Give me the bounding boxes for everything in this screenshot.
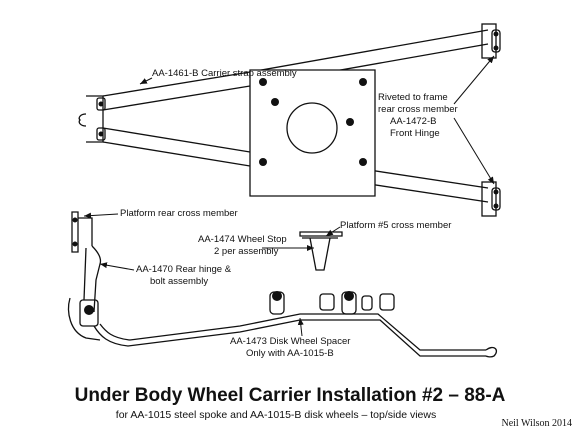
carrier-side-view (67, 211, 498, 358)
author-credit: Neil Wilson 2014 (501, 418, 572, 429)
label-wheel-stop-2: 2 per assembly (214, 246, 279, 257)
front-hinge-top (481, 23, 497, 59)
center-plate (249, 69, 376, 197)
label-wheel-stop-1: AA-1474 Wheel Stop (198, 234, 287, 245)
label-strap: AA-1461-B Carrier strap assembly (152, 68, 297, 79)
label-riveted-1: Riveted to frame (378, 92, 448, 103)
page-title: Under Body Wheel Carrier Installation #2… (75, 385, 506, 406)
label-platform5: Platform #5 cross member (340, 220, 451, 231)
label-spacer-1: AA-1473 Disk Wheel Spacer (230, 336, 350, 347)
page-subtitle: for AA-1015 steel spoke and AA-1015-B di… (116, 409, 436, 421)
label-spacer-2: Only with AA-1015-B (246, 348, 334, 359)
label-riveted-2: rear cross member (378, 104, 458, 115)
label-rear-hinge-2: bolt assembly (150, 276, 208, 287)
carrier-strap-top-view (78, 23, 501, 217)
label-riveted-4: Front Hinge (390, 128, 440, 139)
leader-lines (83, 55, 495, 337)
plate-bolts (98, 31, 499, 209)
label-riveted-3: AA-1472-B (390, 116, 436, 127)
side-view-bolts (72, 217, 354, 315)
center-hole (286, 102, 338, 154)
label-rear-hinge-1: AA-1470 Rear hinge & (136, 264, 232, 275)
label-platform-rear: Platform rear cross member (120, 208, 238, 219)
